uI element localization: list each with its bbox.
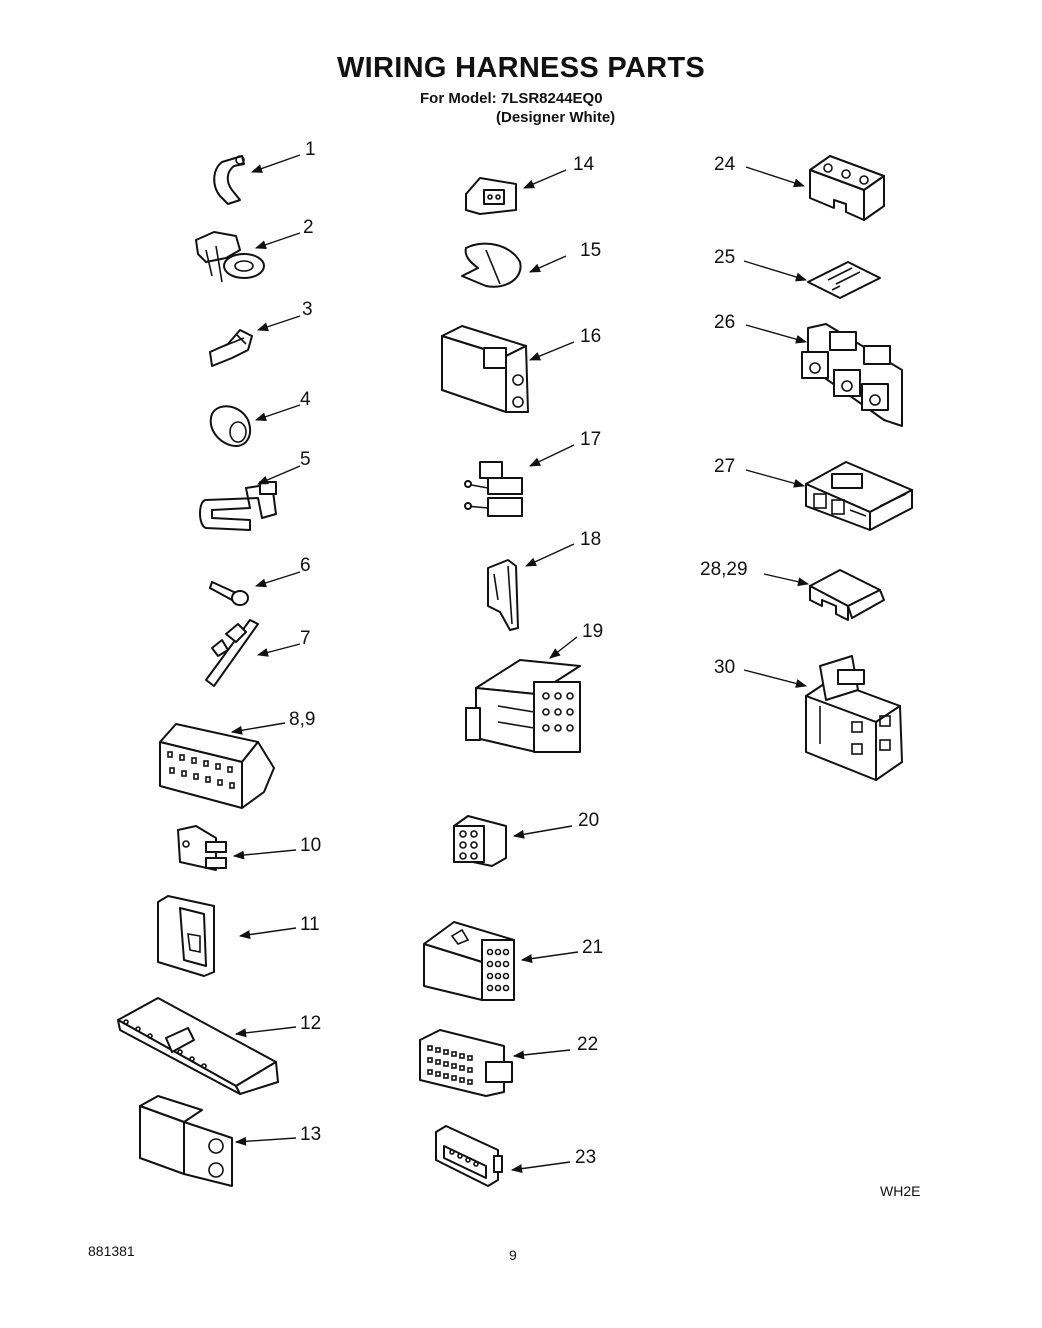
leader-3 — [256, 315, 301, 332]
leader-2 — [254, 232, 301, 249]
part-2-illustration — [195, 231, 265, 283]
part-12-illustration — [117, 997, 279, 1095]
part-27-illustration — [805, 461, 913, 531]
part-label-15: 15 — [580, 240, 601, 261]
part-label-1: 1 — [305, 139, 316, 160]
leader-1 — [250, 154, 301, 173]
part-label-17: 17 — [580, 429, 601, 450]
part-5-illustration — [199, 481, 277, 531]
part-22-illustration — [419, 1029, 513, 1097]
part-13-illustration — [139, 1095, 233, 1187]
part-label-19: 19 — [582, 621, 603, 642]
leader-15 — [528, 255, 567, 273]
part-8-9-illustration — [159, 723, 275, 809]
part-label-16: 16 — [580, 326, 601, 347]
part-4-illustration — [209, 405, 252, 447]
model-number: For Model: 7LSR8244EQ0 — [420, 90, 603, 107]
diagram-code: WH2E — [880, 1183, 921, 1199]
part-7-illustration — [205, 619, 259, 687]
part-label-18: 18 — [580, 529, 601, 550]
part-label-4: 4 — [300, 389, 311, 410]
part-16-illustration — [441, 325, 529, 413]
part-label-26: 26 — [714, 312, 735, 333]
leader-23 — [510, 1161, 571, 1174]
leader-16 — [528, 341, 575, 361]
part-18-illustration — [487, 559, 519, 631]
page-title: WIRING HARNESS PARTS — [337, 52, 705, 84]
page-number: 9 — [509, 1247, 517, 1263]
leader-28-29 — [763, 573, 810, 587]
part-25-illustration — [807, 261, 881, 299]
leader-10 — [232, 849, 297, 860]
part-label-24: 24 — [714, 154, 736, 175]
part-11-illustration — [157, 895, 215, 977]
part-label-6: 6 — [300, 555, 311, 576]
leader-27 — [745, 469, 806, 488]
leader-22 — [512, 1049, 571, 1060]
leader-14 — [522, 169, 567, 189]
part-label-13: 13 — [300, 1124, 321, 1145]
leader-13 — [234, 1136, 297, 1146]
part-3-illustration — [209, 329, 253, 367]
part-label-11: 11 — [300, 914, 320, 935]
model-variant: (Designer White) — [496, 109, 616, 126]
leader-18 — [524, 543, 575, 567]
part-label-23: 23 — [575, 1147, 596, 1168]
leader-17 — [528, 444, 575, 467]
leader-20 — [512, 825, 573, 839]
leader-24 — [745, 166, 806, 188]
part-label-25: 25 — [714, 247, 735, 268]
part-label-27: 27 — [714, 456, 735, 477]
part-6-illustration — [209, 581, 249, 606]
part-label-14: 14 — [573, 154, 595, 175]
part-21-illustration — [423, 921, 515, 1001]
part-label-10: 10 — [300, 835, 321, 856]
leader-21 — [520, 951, 579, 964]
leader-30 — [743, 669, 808, 688]
document-number: 881381 — [88, 1243, 135, 1259]
part-label-30: 30 — [714, 657, 735, 678]
part-label-2: 2 — [303, 217, 314, 238]
part-15-illustration — [461, 242, 522, 288]
part-19-illustration — [465, 659, 581, 753]
leader-12 — [234, 1026, 297, 1038]
part-24-illustration — [809, 155, 885, 221]
leader-11 — [238, 927, 297, 940]
part-label-8-9: 8,9 — [289, 709, 315, 730]
part-label-5: 5 — [300, 449, 311, 470]
part-28-29-illustration — [809, 569, 885, 621]
part-label-21: 21 — [582, 937, 603, 958]
part-label-20: 20 — [578, 810, 599, 831]
leader-4 — [254, 404, 301, 421]
part-20-illustration — [453, 815, 507, 867]
part-17-illustration — [464, 461, 523, 517]
leader-5 — [256, 465, 301, 485]
part-label-12: 12 — [300, 1013, 321, 1034]
leader-6 — [254, 571, 301, 588]
part-label-22: 22 — [577, 1034, 598, 1055]
leader-8-9 — [230, 722, 286, 735]
part-1-illustration — [213, 155, 245, 205]
leader-26 — [745, 324, 808, 344]
part-label-7: 7 — [300, 628, 311, 649]
part-26-illustration — [801, 323, 903, 427]
leader-7 — [256, 643, 301, 657]
part-30-illustration — [805, 655, 903, 781]
part-10-illustration — [177, 825, 227, 871]
leader-19 — [549, 636, 578, 659]
part-14-illustration — [465, 177, 517, 215]
part-label-28-29: 28,29 — [700, 559, 748, 580]
part-label-3: 3 — [302, 299, 313, 320]
part-23-illustration — [435, 1125, 503, 1187]
leader-25 — [743, 260, 808, 282]
